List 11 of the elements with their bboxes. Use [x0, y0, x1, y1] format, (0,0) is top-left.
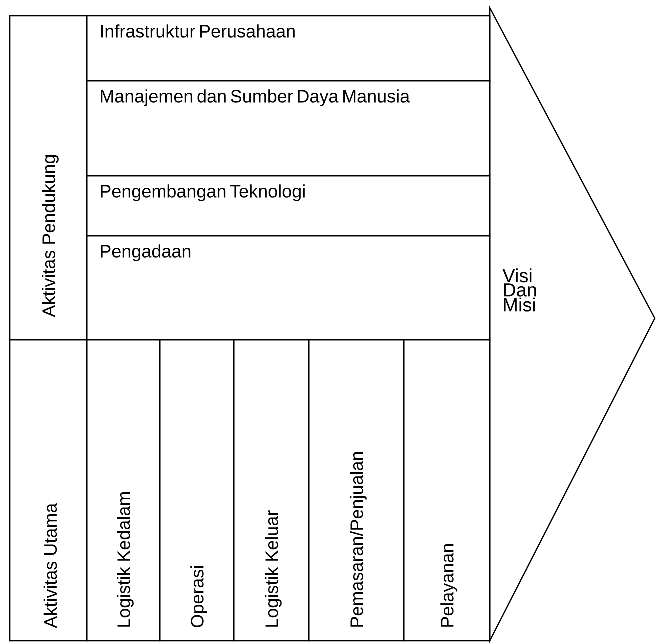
side-label-band: Aktivitas Pendukung — [9, 15, 88, 341]
activity-column: Logistik Keluar — [233, 339, 310, 642]
activity-column: Logistik Kedalam — [86, 339, 161, 642]
activity-row: Infrastruktur Perusahaan — [86, 15, 491, 82]
activity-column: Operasi — [159, 339, 235, 642]
activity-row: Pengembangan Teknologi — [86, 175, 491, 237]
activity-row: Manajemen dan Sumber Daya Manusia — [86, 80, 491, 177]
activity-column: Aktivitas Utama — [9, 339, 88, 642]
activity-row: Pengadaan — [86, 235, 491, 341]
activity-column: Pelayanan — [403, 339, 491, 642]
activity-column: Pemasaran/Penjualan — [308, 339, 405, 642]
